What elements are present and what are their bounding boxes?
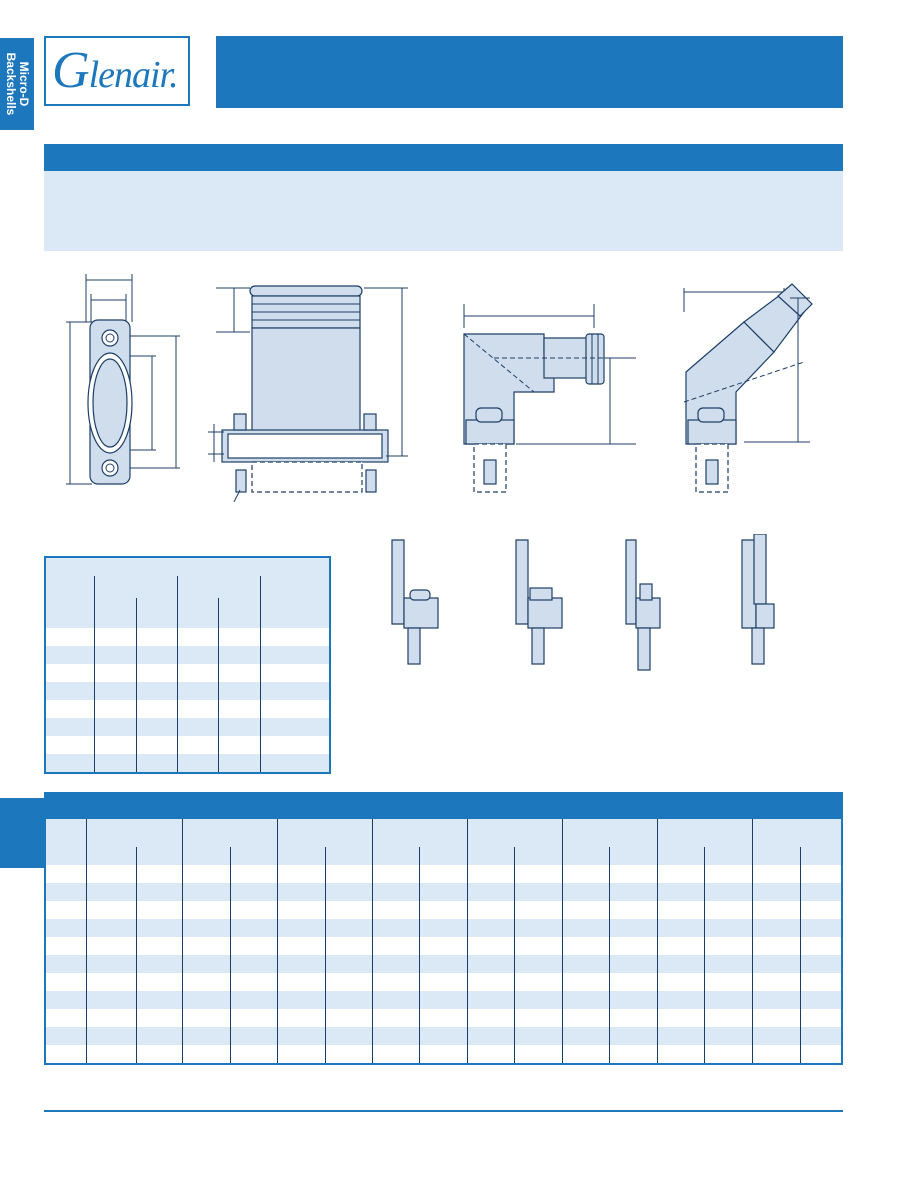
hardware-option-1 xyxy=(391,539,439,665)
front-view-drawing xyxy=(66,274,180,485)
hardware-option-2 xyxy=(515,539,563,665)
table-2-col-divider xyxy=(230,847,231,1063)
table-row xyxy=(46,883,841,901)
side-tab-line2: Backshells xyxy=(4,52,18,116)
table-row xyxy=(46,718,329,736)
page-edge-marker xyxy=(0,798,44,868)
table-2-col-divider xyxy=(800,847,801,1063)
table-row xyxy=(46,937,841,955)
side-tab-line1: Micro-D xyxy=(17,61,31,107)
section-header-bar xyxy=(44,144,843,171)
table-row xyxy=(46,628,329,646)
hardware-option-4 xyxy=(741,534,775,665)
table-1 xyxy=(44,556,331,774)
table-2-header-bar xyxy=(44,792,843,819)
table-2-col-divider xyxy=(609,847,610,1063)
table-row xyxy=(46,955,841,973)
table-2-col-divider xyxy=(325,847,326,1063)
table-2-col-divider xyxy=(86,819,87,1063)
forty-five-degree-drawing xyxy=(683,283,813,493)
table-row xyxy=(46,1045,841,1063)
side-tab-label: Micro-D Backshells xyxy=(4,52,31,116)
table-row xyxy=(46,736,329,754)
hardware-options-drawings xyxy=(391,534,775,671)
table-row xyxy=(46,1009,841,1027)
logo-wordmark: Glenair. xyxy=(52,45,179,98)
table-row xyxy=(46,664,329,682)
logo-initial: G xyxy=(52,42,90,99)
table-row xyxy=(46,865,841,883)
table-1-col-divider xyxy=(136,598,137,772)
table-2-col-divider xyxy=(514,847,515,1063)
table-row xyxy=(46,991,841,1009)
table-1-col-divider xyxy=(218,598,219,772)
table-row xyxy=(46,901,841,919)
backshell-drawings xyxy=(66,274,813,502)
side-section-tab[interactable]: Micro-D Backshells xyxy=(0,38,34,130)
right-angle-drawing xyxy=(463,304,636,493)
table-1-col-divider xyxy=(260,576,261,772)
logo-mark: . xyxy=(169,54,178,96)
table-1-col-divider xyxy=(177,576,178,772)
table-row xyxy=(46,646,329,664)
table-2-col-divider xyxy=(182,819,183,1063)
footer-rule xyxy=(44,1110,843,1112)
hardware-option-3 xyxy=(625,539,661,671)
table-2-header xyxy=(46,819,841,865)
table-2-col-divider xyxy=(136,847,137,1063)
glenair-logo: Glenair. xyxy=(44,36,190,106)
section-description-panel xyxy=(44,171,843,251)
table-2-col-divider xyxy=(372,819,373,1063)
table-2-col-divider xyxy=(752,819,753,1063)
table-row xyxy=(46,1027,841,1045)
table-1-header xyxy=(46,558,329,628)
table-2-col-divider xyxy=(562,819,563,1063)
table-row xyxy=(46,754,329,772)
side-view-straight-drawing xyxy=(208,285,408,502)
table-2-col-divider xyxy=(657,819,658,1063)
table-row xyxy=(46,919,841,937)
table-2-col-divider xyxy=(467,819,468,1063)
logo-rest: lenair xyxy=(88,54,171,96)
page-title-bar xyxy=(216,36,843,108)
table-2 xyxy=(44,819,843,1065)
table-row xyxy=(46,973,841,991)
table-1-col-divider xyxy=(94,576,95,772)
table-2-col-divider xyxy=(419,847,420,1063)
table-2-col-divider xyxy=(277,819,278,1063)
table-row xyxy=(46,682,329,700)
table-2-col-divider xyxy=(704,847,705,1063)
table-row xyxy=(46,700,329,718)
